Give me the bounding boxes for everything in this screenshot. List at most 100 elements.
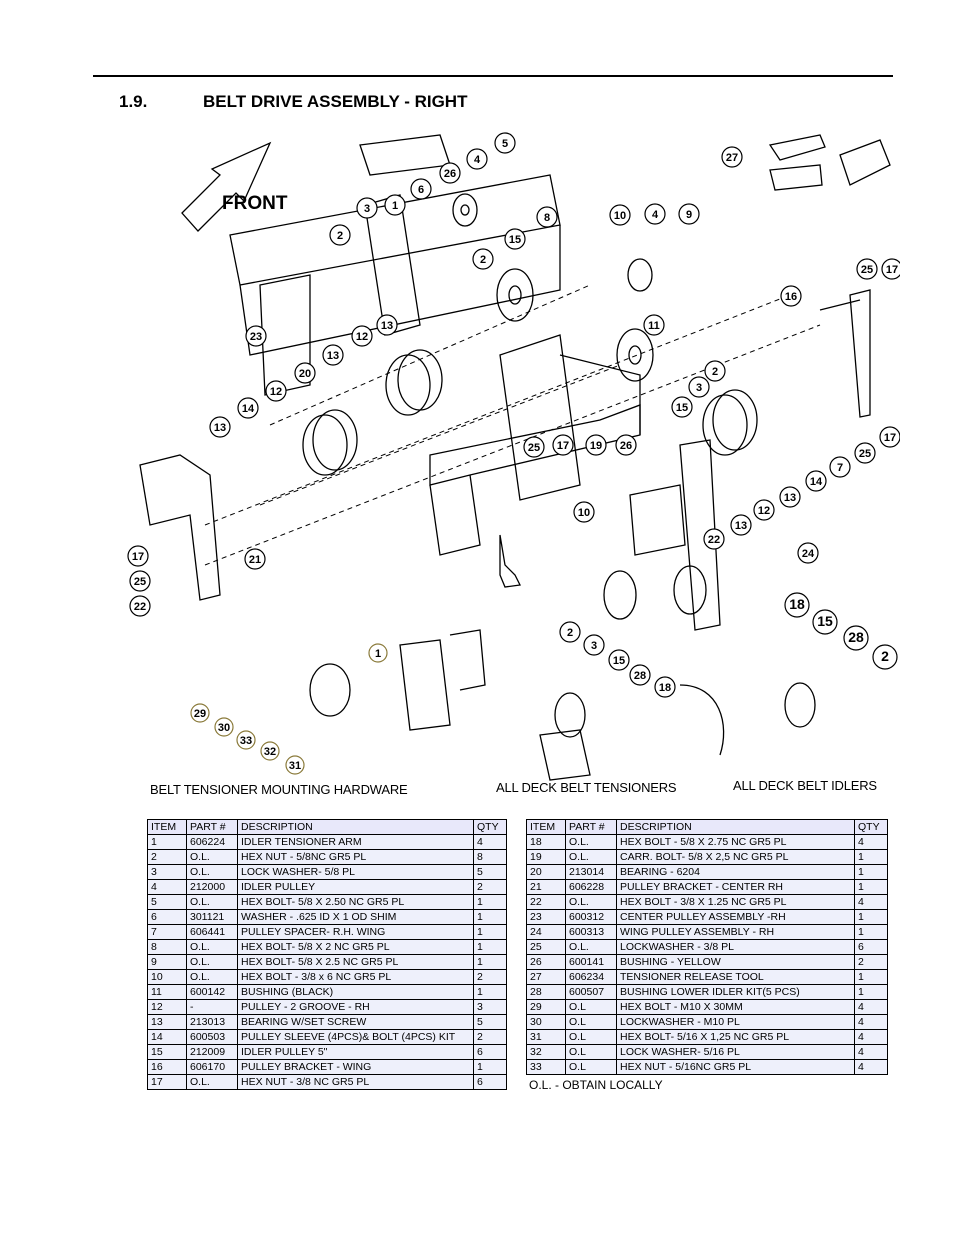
cell-item: 5 [147,894,187,910]
callout-number: 13 [214,422,226,434]
callout-number: 33 [240,735,252,747]
callout-number: 12 [356,331,368,343]
col-qty: QTY [473,819,507,835]
callout-number: 10 [578,507,590,519]
callout-circle [356,197,378,219]
callout-number: 26 [444,168,456,180]
callout-bubble: 10 [609,204,631,226]
callout-number: 22 [134,601,146,613]
cell-item: 33 [526,1059,566,1075]
callout-number: 15 [817,613,833,629]
callout-number: 25 [134,576,146,588]
callout-bubble: 10 [573,501,595,523]
cell-qty: 5 [473,864,507,880]
cell-part: 600142 [186,984,238,1000]
callout-bubble: 29 [190,703,210,723]
cell-part: 301121 [186,909,238,925]
callout-bubble: 11 [643,314,665,336]
callout-number: 2 [337,230,343,242]
front-label-group: FRONT [222,193,288,214]
callout-circle [678,203,700,225]
cell-qty: 4 [854,834,888,850]
callout-circle [329,224,351,246]
cell-part: - [186,999,238,1015]
callout-circle [704,360,726,382]
callout-number: 2 [567,627,573,639]
section-number: 1.9. [119,92,148,111]
callout-bubble: 24 [797,542,819,564]
cell-item: 3 [147,864,187,880]
cell-item: 8 [147,939,187,955]
callout-number: 26 [620,440,632,452]
callout-bubble: 8 [536,206,558,228]
cell-item: 17 [147,1074,187,1090]
callout-bubble: 26 [615,434,637,456]
cell-description: BEARING - 6204 [616,864,855,880]
cell-part: 600312 [565,909,617,925]
cell-qty: 4 [854,1059,888,1075]
callout-number: 15 [509,234,521,246]
callout-circle [504,228,526,250]
cell-part: O.L [565,1029,617,1045]
callout-circle [573,501,595,523]
cell-item: 29 [526,999,566,1015]
callout-number: 30 [218,722,230,734]
callout-number: 15 [676,402,688,414]
cell-part: O.L [565,1059,617,1075]
cell-description: CENTER PULLEY ASSEMBLY -RH [616,909,855,925]
callout-bubble: 15 [671,396,693,418]
callout-bubble: 3 [356,197,378,219]
col-item: ITEM [147,819,187,835]
cell-item: 14 [147,1029,187,1045]
callout-circle [879,426,900,448]
callout-number: 9 [686,209,692,221]
callout-circle [654,676,676,698]
callout-circle [129,570,151,592]
callout-bubble: 15 [504,228,526,250]
cell-item: 6 [147,909,187,925]
cell-description: HEX NUT - 5/16NC GR5 PL [616,1059,855,1075]
cell-description: PULLEY - 2 GROOVE - RH [237,999,474,1015]
callout-bubble: 16 [780,285,802,307]
col-part: PART # [186,819,238,835]
callout-number: 20 [299,368,311,380]
callout-bubble: 9 [678,203,700,225]
callout-circle [494,132,516,154]
header-rule [93,75,893,77]
callout-number: 27 [726,152,738,164]
cell-item: 15 [147,1044,187,1060]
callout-circle [784,592,810,618]
cell-part: 606228 [565,879,617,895]
cell-description: HEX BOLT - 5/8 X 2.75 NC GR5 PL [616,834,855,850]
callout-number: 17 [884,432,896,444]
cell-description: LOCK WASHER- 5/8 PL [237,864,474,880]
cell-description: BEARING W/SET SCREW [237,1014,474,1030]
callout-circle [805,470,827,492]
callout-bubble: 13 [209,416,231,438]
alignment-lines [204,284,821,566]
callout-bubble: 13 [322,344,344,366]
cell-qty: 2 [854,954,888,970]
cell-qty: 6 [473,1044,507,1060]
cell-qty: 4 [854,1044,888,1060]
callout-circle [472,248,494,270]
cell-part: O.L. [186,864,238,880]
cell-part: O.L [565,1014,617,1030]
callout-number: 13 [784,492,796,504]
cell-qty: 2 [473,879,507,895]
callout-circle [523,436,545,458]
cell-item: 1 [147,834,187,850]
cell-qty: 1 [854,879,888,895]
callout-circle [872,644,898,670]
